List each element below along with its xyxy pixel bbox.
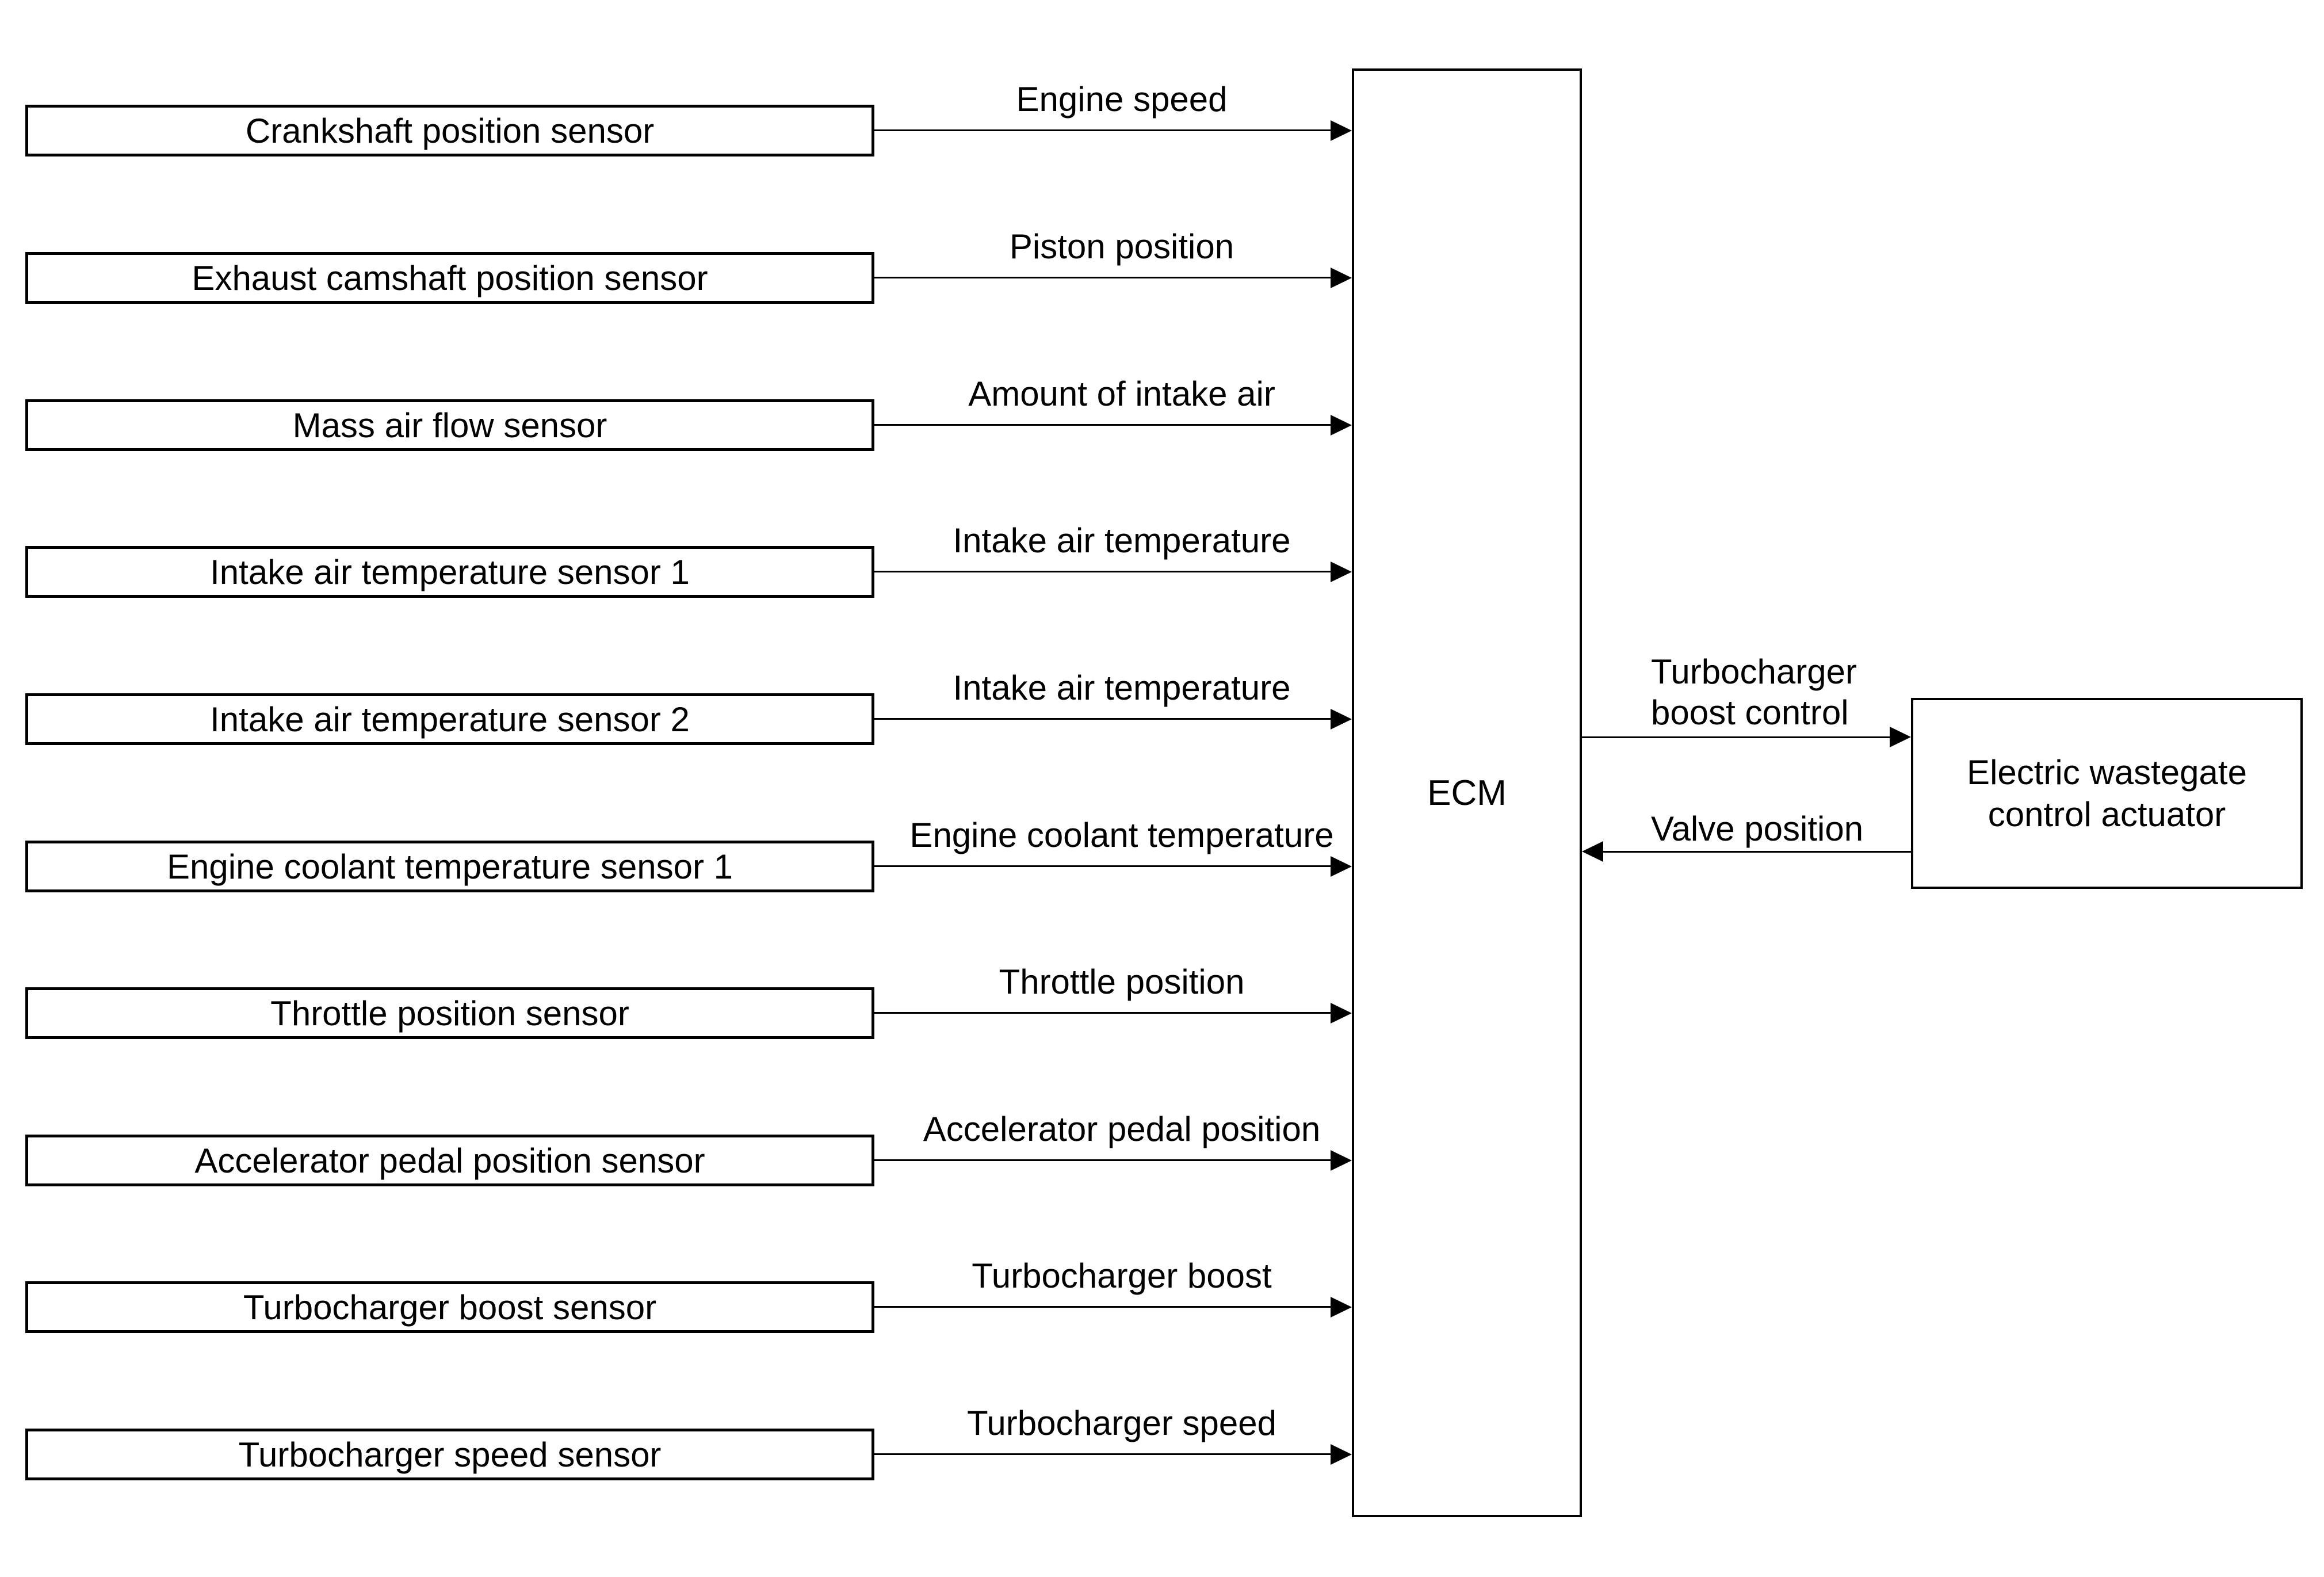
signal-arrow-shaft [874, 1453, 1332, 1455]
signal-label-turbocharger-boost: Turbocharger boost [972, 1257, 1272, 1295]
sensor-box-accelerator-pedal-position: Accelerator pedal position sensor [25, 1135, 874, 1186]
arrow-right-icon [1331, 1150, 1352, 1171]
signal-label-engine-speed: Engine speed [1016, 80, 1228, 119]
arrow-right-icon [1331, 1444, 1352, 1465]
sensor-box-engine-coolant-temperature-1: Engine coolant temperature sensor 1 [25, 841, 874, 892]
ecm-box: ECM [1352, 68, 1582, 1517]
signal-label-amount-of-intake-air: Amount of intake air [968, 375, 1275, 413]
arrow-right-icon [1331, 268, 1352, 288]
sensor-box-turbocharger-boost: Turbocharger boost sensor [25, 1281, 874, 1333]
signal-arrow-shaft [874, 424, 1332, 426]
sensor-box-mass-air-flow: Mass air flow sensor [25, 399, 874, 451]
signal-arrow-shaft [874, 1306, 1332, 1308]
actuator-box: Electric wastegate control actuator [1911, 698, 2303, 889]
arrow-right-icon [1331, 415, 1352, 436]
signal-arrow-shaft [874, 1159, 1332, 1161]
sensor-box-exhaust-camshaft-position: Exhaust camshaft position sensor [25, 252, 874, 304]
actuator-label-line1: Electric wastegate [1967, 753, 2247, 792]
signal-arrow-shaft [874, 129, 1332, 131]
signal-label-turbocharger-speed: Turbocharger speed [966, 1404, 1277, 1442]
signal-arrow-shaft [874, 718, 1332, 720]
sensor-box-throttle-position: Throttle position sensor [25, 987, 874, 1039]
actuator-label-line2: control actuator [1987, 795, 2226, 834]
signal-label-accelerator-pedal-position: Accelerator pedal position [923, 1110, 1321, 1148]
sensor-box-intake-air-temperature-1: Intake air temperature sensor 1 [25, 546, 874, 598]
valve-position-label: Valve position [1651, 809, 1864, 848]
signal-label-throttle-position: Throttle position [999, 963, 1245, 1001]
signal-label-piston-position: Piston position [1009, 227, 1234, 266]
sensor-box-crankshaft-position: Crankshaft position sensor [25, 105, 874, 156]
boost-control-arrow-shaft [1582, 736, 1891, 738]
signal-arrow-shaft [874, 1012, 1332, 1014]
arrow-right-icon [1331, 856, 1352, 877]
signal-label-intake-air-temperature-2: Intake air temperature [953, 669, 1291, 707]
arrow-right-icon [1331, 709, 1352, 730]
boost-control-label: Turbocharger boost control [1651, 651, 1857, 733]
arrow-right-icon [1331, 1297, 1352, 1318]
arrow-right-icon [1331, 562, 1352, 582]
signal-arrow-shaft [874, 277, 1332, 278]
ecm-label: ECM [1427, 773, 1507, 813]
signal-label-engine-coolant-temperature: Engine coolant temperature [909, 816, 1334, 854]
boost-control-label-line2: boost control [1651, 693, 1849, 732]
arrow-right-icon [1331, 1003, 1352, 1024]
sensor-box-turbocharger-speed: Turbocharger speed sensor [25, 1429, 874, 1480]
arrow-right-icon [1331, 120, 1352, 141]
arrow-right-icon [1890, 727, 1911, 747]
signal-label-intake-air-temperature-1: Intake air temperature [953, 521, 1291, 560]
signal-arrow-shaft [874, 571, 1332, 572]
valve-position-arrow-shaft [1603, 851, 1911, 853]
boost-control-label-line1: Turbocharger [1651, 652, 1857, 691]
signal-arrow-shaft [874, 865, 1332, 867]
arrow-left-icon [1582, 841, 1603, 862]
sensor-box-intake-air-temperature-2: Intake air temperature sensor 2 [25, 693, 874, 745]
